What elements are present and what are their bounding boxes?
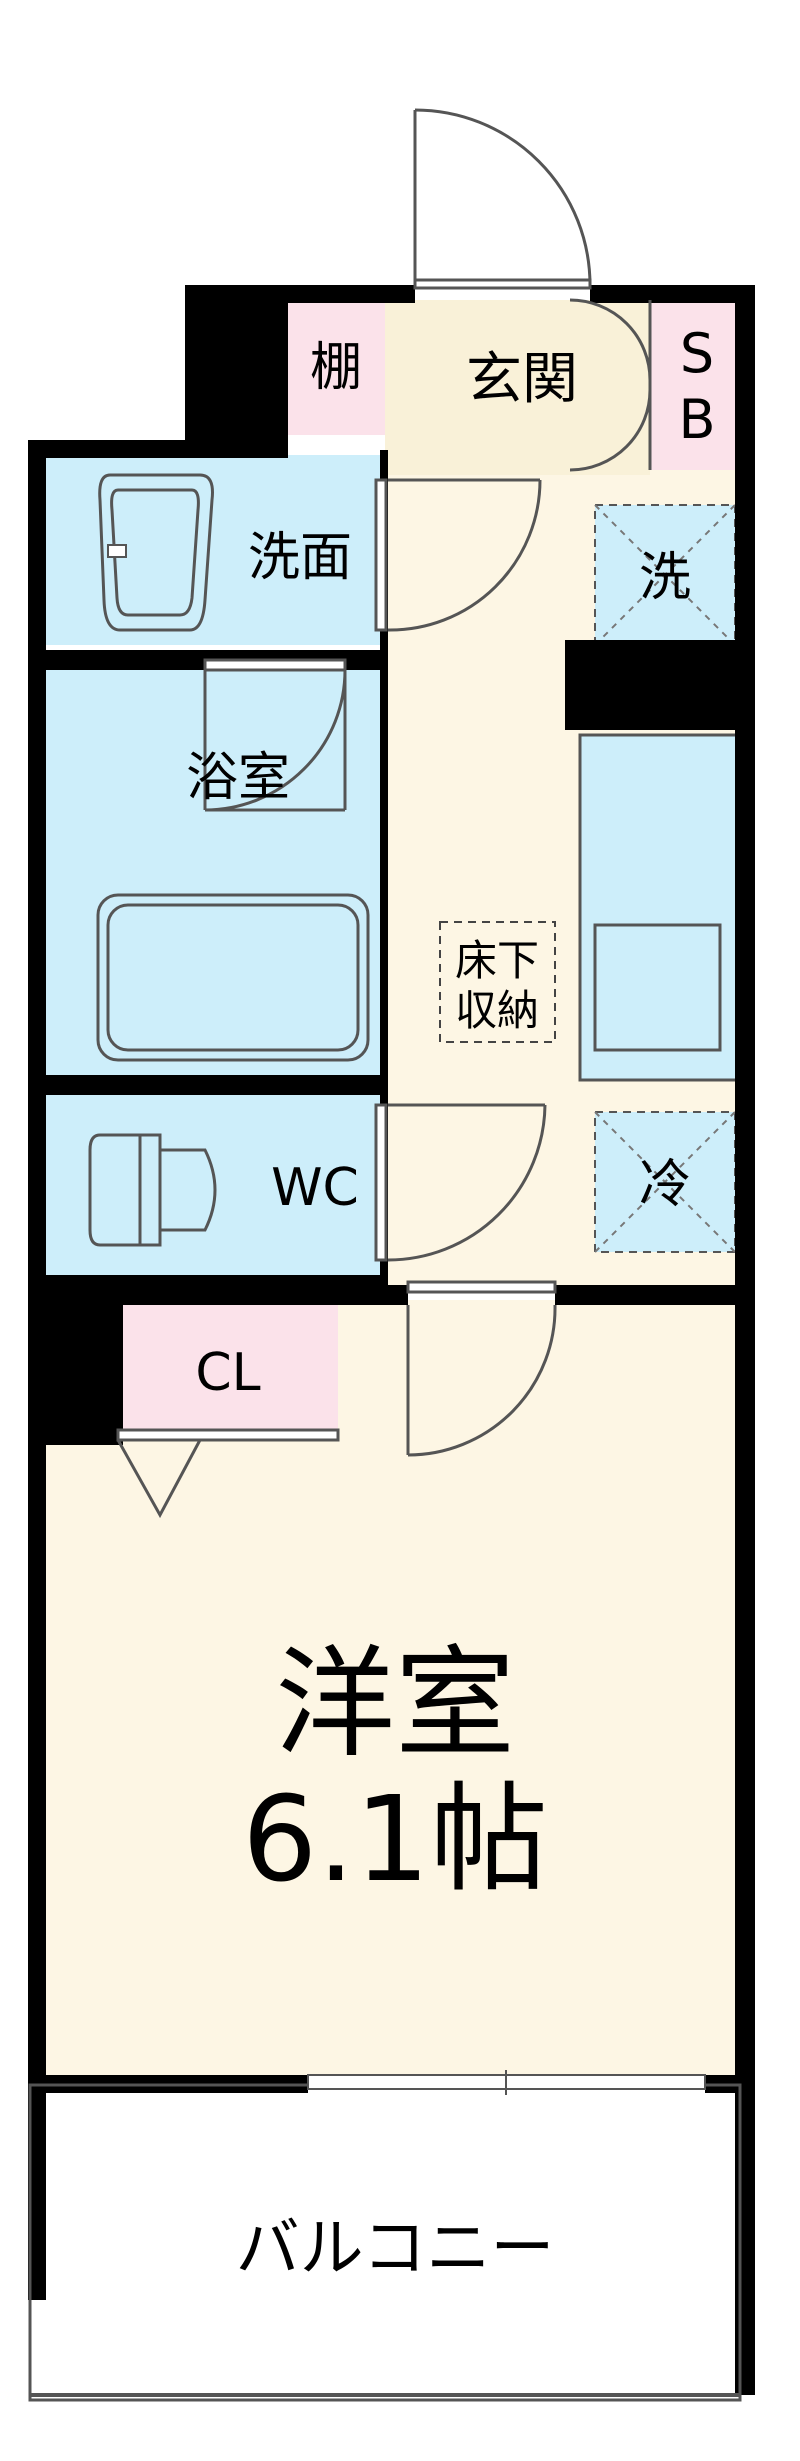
closet-label: CL [195, 1343, 260, 1403]
balcony-label: バルコニー [236, 2212, 555, 2286]
washroom-label: 洗面 [248, 528, 352, 588]
shoe-box-area [650, 300, 740, 470]
washer-label: 洗 [639, 548, 691, 608]
kitchen-sink [593, 923, 722, 1052]
shelf-label: 棚 [310, 338, 362, 398]
toilet-bowl [88, 1133, 142, 1247]
wash-basin [98, 473, 214, 632]
toilet-label: WC [271, 1158, 359, 1218]
western-room-size-label: 6.1帖 [242, 1770, 548, 1908]
bathroom-label: 浴室 [186, 748, 290, 808]
shoe-box-s-label: S [680, 322, 714, 385]
toilet-tank [138, 1133, 162, 1247]
entrance-label: 玄関 [466, 347, 578, 412]
walls [28, 285, 755, 2395]
balcony-area [40, 2085, 740, 2405]
underfloor-storage-label-1: 床下 [455, 936, 539, 985]
fridge-label: 冷 [639, 1155, 691, 1215]
western-room-label: 洋室 [275, 1635, 515, 1774]
closet-area [118, 1300, 338, 1435]
kitchen-counter [578, 733, 742, 1082]
bathtub [96, 893, 370, 1062]
underfloor-storage-label-2: 収納 [455, 986, 539, 1035]
underfloor-storage-hatch [439, 921, 556, 1043]
shoe-box-b-label: B [678, 388, 715, 451]
entrance-area [385, 300, 650, 475]
shelf-area [288, 300, 385, 435]
